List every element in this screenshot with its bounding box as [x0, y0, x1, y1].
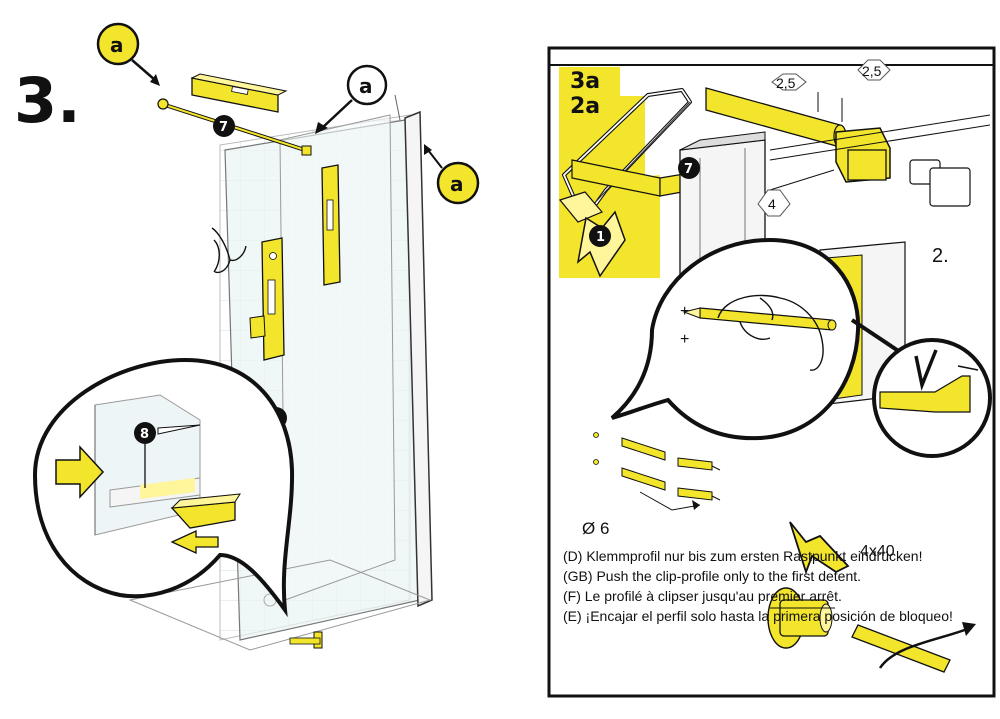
left-panel: 3.: [14, 22, 480, 651]
hacksaw-icon: [558, 88, 692, 223]
clip-arrow: [789, 521, 850, 575]
callout-a-top: a: [96, 22, 160, 86]
instruction-gb: (GB) Push the clip-profile only to the f…: [563, 568, 862, 584]
dimension-hex-2: 2,5: [857, 59, 891, 81]
callout-a-middle: a: [315, 64, 388, 134]
detail-circle-profile: [850, 318, 992, 458]
spirit-level-vertical: [321, 164, 341, 286]
step-badge-3a: 3a: [570, 69, 600, 94]
svg-text:a: a: [110, 33, 124, 57]
wall-profile: [404, 110, 433, 608]
svg-text:+: +: [680, 303, 689, 320]
svg-text:a: a: [450, 172, 464, 196]
svg-text:+: +: [680, 331, 689, 348]
detail-bubble-left: [32, 357, 295, 618]
part-badge-8: 8: [140, 427, 149, 442]
dimension-hex-1: 2,5: [771, 73, 807, 91]
part-badge-7-right: 7: [678, 157, 700, 179]
step-badge-block: [559, 67, 645, 185]
dimension-hex-3: 4: [757, 189, 791, 217]
svg-text:7: 7: [684, 162, 693, 177]
step-badge-2a: 2a: [570, 94, 600, 119]
svg-text:a: a: [359, 74, 373, 98]
stabilizer-bar: [157, 98, 312, 156]
svg-text:2,5: 2,5: [776, 75, 796, 91]
step-2-label: 2.: [932, 245, 949, 267]
stabilizer-tube: [705, 87, 991, 207]
part-badge-7: 7: [213, 115, 235, 137]
right-panel: 2,5 2,5 4 7 1 3a 2a 2.: [547, 46, 996, 698]
connector-part: [767, 587, 835, 649]
svg-text:4: 4: [768, 196, 776, 212]
svg-text:2,5: 2,5: [862, 63, 882, 79]
part-badge-1-right: 1: [576, 210, 626, 278]
svg-text:7: 7: [219, 120, 228, 135]
step-number: 3.: [14, 64, 81, 137]
wall-plugs: [593, 432, 721, 511]
tube-end: [851, 622, 976, 673]
screw-size-label: 4x40: [860, 543, 895, 560]
instruction-fr: (F) Le profilé à clipser jusqu'au premie…: [563, 588, 842, 604]
callout-a-right: a: [424, 144, 480, 205]
spirit-level-vertical-2: [249, 237, 285, 361]
detail-bubble-marking: + +: [610, 237, 861, 441]
instruction-es: (E) ¡Encajar el perfil solo hasta la pri…: [563, 608, 953, 624]
drill-size-label: Ø 6: [582, 519, 609, 538]
instruction-de: (D) Klemmprofil nur bis zum ersten Rastp…: [563, 548, 923, 564]
hand-icon: [211, 227, 247, 274]
svg-text:1: 1: [596, 230, 605, 245]
spirit-level-top: [190, 73, 288, 113]
